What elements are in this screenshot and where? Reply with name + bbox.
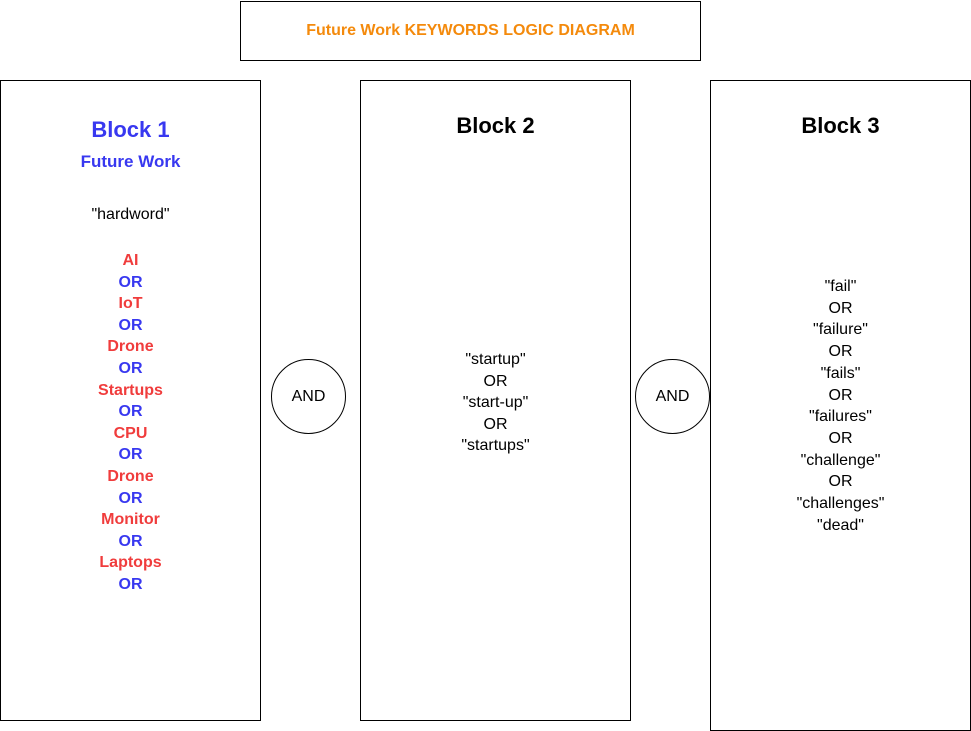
block-1-heading: Block 1 — [91, 117, 170, 142]
block-3-operator: OR — [828, 429, 853, 447]
block-3-term: "fail" — [824, 278, 857, 295]
block-1-term: Laptops — [99, 554, 162, 572]
diagram-title-box: Future Work KEYWORDS LOGIC DIAGRAM — [240, 1, 701, 61]
and-connector-1: AND — [271, 359, 346, 434]
block-3-term: "fails" — [820, 364, 861, 382]
block-2-term: "start-up" — [462, 394, 529, 411]
block-3-operator: OR — [828, 473, 853, 491]
block-3-term: "dead" — [817, 516, 864, 534]
block-3-operator: OR — [828, 386, 853, 404]
block-1-subtitle: Future Work — [80, 152, 181, 171]
block-1-term: Drone — [107, 338, 154, 356]
block-1-term: AI — [122, 252, 139, 269]
block-1: Block 1 Future Work "hardword" AI OR IoT… — [0, 80, 261, 721]
block-1-term: Startups — [98, 381, 163, 399]
block-1-term: Monitor — [101, 511, 160, 529]
block-1-operator: OR — [118, 403, 143, 421]
block-3-term: "failures" — [809, 408, 872, 426]
block-1-operator: OR — [118, 359, 143, 377]
block-1-operator: OR — [118, 446, 143, 464]
block-1-quote: "hardword" — [91, 206, 170, 223]
block-2-term: "startup" — [465, 351, 526, 368]
block-1-term-list: AI OR IoT OR Drone OR Startups OR CPU OR… — [1, 250, 260, 596]
block-3-heading: Block 3 — [801, 113, 880, 138]
block-2-heading: Block 2 — [456, 113, 535, 138]
block-3-term: "challenge" — [800, 451, 881, 469]
block-2-operator: OR — [483, 415, 508, 433]
block-1-operator: OR — [118, 575, 143, 593]
block-1-term: IoT — [118, 295, 143, 313]
block-1-term: CPU — [113, 424, 148, 442]
block-2-term: "startups" — [461, 437, 530, 454]
block-1-operator: OR — [118, 489, 143, 507]
block-2: Block 2 "startup" OR "start-up" OR "star… — [360, 80, 631, 721]
block-3-term: "challenges" — [796, 495, 885, 513]
block-2-term-list: "startup" OR "start-up" OR "startups" — [361, 349, 630, 457]
block-2-operator: OR — [483, 372, 508, 390]
block-1-operator: OR — [118, 532, 143, 550]
block-1-term: Drone — [107, 467, 154, 485]
block-1-operator: OR — [118, 273, 143, 291]
diagram-title: Future Work KEYWORDS LOGIC DIAGRAM — [306, 22, 635, 39]
and-connector-2: AND — [635, 359, 710, 434]
block-3: Block 3 "fail" OR "failure" OR "fails" O… — [710, 80, 971, 731]
block-3-operator: OR — [828, 343, 853, 361]
block-3-operator: OR — [828, 299, 853, 317]
block-3-term-list: "fail" OR "failure" OR "fails" OR "failu… — [711, 276, 970, 536]
block-3-term: "failure" — [813, 321, 868, 339]
block-1-operator: OR — [118, 316, 143, 334]
